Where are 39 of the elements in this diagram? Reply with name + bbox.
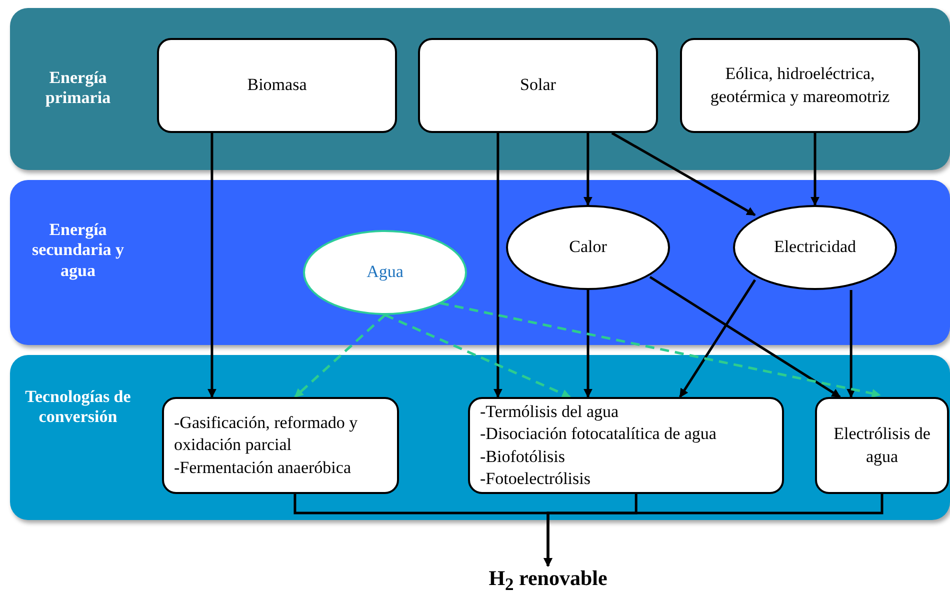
band-heading: Tecnologías de conversión	[24, 387, 132, 428]
node-text: Biomasa	[247, 74, 307, 96]
rounded-box	[157, 38, 397, 133]
node-text: Eólica, hidroeléctrica, geotérmica y mareomotriz	[709, 62, 891, 108]
node-text: -Fotoelectrólisis	[480, 468, 590, 490]
arrow	[544, 494, 884, 567]
band-panel	[10, 180, 950, 345]
node-text: Electricidad	[774, 236, 856, 258]
rounded-box	[468, 397, 784, 494]
arrow	[649, 276, 841, 398]
band-panel	[10, 8, 950, 170]
node-text: -Biofotólisis	[480, 446, 566, 468]
node-text: -Gasificación, reformado y oxidación parcial	[174, 412, 359, 456]
node-text: -Fermentación anaeróbica	[174, 456, 351, 479]
arrow	[294, 314, 386, 398]
arrow	[611, 132, 756, 216]
node-text: Solar	[520, 74, 556, 96]
arrow	[493, 133, 502, 398]
arrow	[584, 290, 592, 398]
rounded-box	[162, 397, 399, 494]
result-label: H$_{2}$ renovable	[488, 566, 608, 596]
arrow	[583, 133, 592, 206]
node-text: Electrólisis de agua	[832, 422, 932, 468]
node-text: -Disociación fotocatalítica de agua	[480, 423, 716, 446]
arrow	[384, 314, 571, 398]
rounded-box	[418, 38, 658, 133]
arrow	[440, 302, 881, 398]
band-heading: Energía secundaria y agua	[30, 220, 126, 282]
rounded-box	[680, 38, 920, 133]
rounded-box	[815, 397, 949, 494]
arrow	[678, 279, 756, 398]
band-heading: Energía primaria	[44, 68, 112, 109]
node-text: Calor	[569, 236, 607, 258]
node-text: Agua	[366, 261, 404, 284]
band-panel	[10, 355, 950, 520]
node-text: -Termólisis del agua	[480, 401, 619, 424]
arrow	[810, 133, 820, 206]
arrow	[846, 290, 856, 398]
arrow	[207, 133, 216, 398]
